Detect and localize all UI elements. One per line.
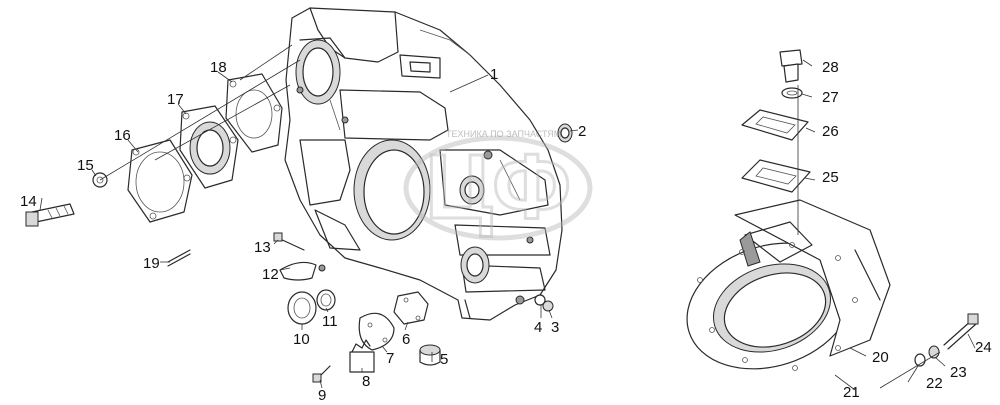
watermark: ЦФ ТЕХНИКА ПО ЗАПЧАСТЯМ [403, 129, 593, 241]
label-14: 14 [20, 193, 37, 210]
label-18: 18 [210, 59, 227, 76]
clamp-part [349, 339, 375, 373]
part-number-labels: 1 2 3 4 5 6 7 8 9 10 11 12 13 14 15 16 1… [20, 59, 992, 404]
label-8: 8 [362, 373, 370, 390]
label-16: 16 [114, 127, 131, 144]
label-9: 9 [318, 387, 326, 404]
label-6: 6 [402, 331, 410, 348]
washer-part-27 [781, 87, 803, 99]
plug-part [557, 123, 573, 143]
watermark-logo-ring [403, 135, 593, 241]
label-2: 2 [578, 123, 586, 140]
label-20: 20 [872, 349, 889, 366]
label-28: 28 [822, 59, 839, 76]
label-27: 27 [822, 89, 839, 106]
label-17: 17 [167, 91, 184, 108]
watermark-logo-letters: ЦФ [425, 136, 571, 238]
washer-part-22-23 [914, 345, 940, 367]
label-15: 15 [77, 157, 94, 174]
label-13: 13 [254, 239, 271, 256]
label-4: 4 [534, 319, 542, 336]
label-19: 19 [143, 255, 160, 272]
nut-washer-part [534, 294, 554, 312]
label-1: 1 [490, 66, 498, 83]
label-3: 3 [551, 319, 559, 336]
label-11: 11 [322, 313, 338, 330]
stud-part [167, 249, 191, 267]
gasket-part-25 [741, 159, 811, 193]
bolt-part [25, 203, 75, 227]
filler-plug-part [287, 289, 336, 325]
watermark-text: ТЕХНИКА ПО ЗАПЧАСТЯМ [446, 129, 561, 139]
label-5: 5 [440, 351, 448, 368]
flywheel-housing-part [284, 7, 563, 321]
label-12: 12 [262, 266, 279, 283]
plate-part-26 [741, 109, 809, 141]
leader-lines [39, 44, 976, 391]
gasket-part-2 [225, 73, 283, 153]
sensor-bolt-part [273, 232, 326, 281]
label-26: 26 [822, 123, 839, 140]
flange-housing-part [686, 85, 891, 371]
label-22: 22 [926, 375, 943, 392]
label-25: 25 [822, 169, 839, 186]
cap-part [419, 344, 441, 366]
label-10: 10 [293, 331, 310, 348]
label-21: 21 [843, 384, 860, 401]
label-24: 24 [975, 339, 992, 356]
bolt-part-28 [779, 49, 803, 83]
cover-plate-part [358, 291, 429, 351]
label-23: 23 [950, 364, 967, 381]
bolt-part-24 [943, 313, 979, 350]
screw-part [312, 365, 331, 383]
label-7: 7 [386, 350, 394, 367]
gasket-part [127, 139, 193, 223]
